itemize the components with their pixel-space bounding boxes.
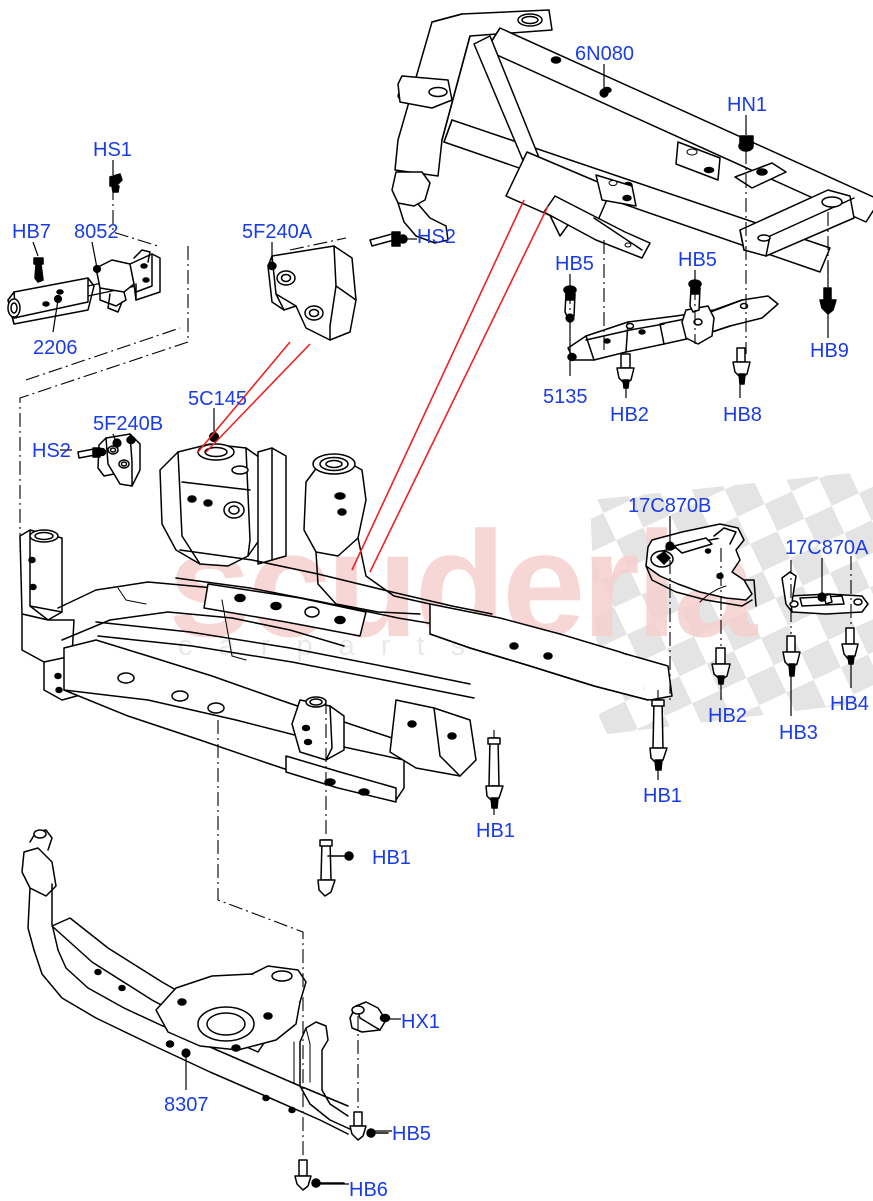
fastener-hb8-bolt bbox=[732, 347, 751, 385]
fastener-hb1-c-bolt bbox=[317, 839, 354, 897]
label-hb5-c[interactable]: HB5 bbox=[392, 1123, 431, 1145]
label-hx1[interactable]: HX1 bbox=[401, 1011, 440, 1033]
fastener-hb5-c-bolt bbox=[349, 1111, 389, 1141]
fastener-hb2-mid-bolt bbox=[711, 647, 731, 685]
label-hb6[interactable]: HB6 bbox=[349, 1179, 388, 1201]
fastener-hb6-bolt bbox=[294, 1159, 345, 1191]
fastener-hb2-top-bolt bbox=[616, 353, 635, 389]
fastener-hb1-b-bolt bbox=[485, 737, 504, 809]
fastener-hs2-mid-screw bbox=[77, 447, 107, 459]
label-hb5-a[interactable]: HB5 bbox=[555, 253, 594, 275]
label-8052[interactable]: 8052 bbox=[74, 221, 119, 243]
part-5f240b-engine-mount bbox=[97, 433, 141, 487]
label-hb1-c[interactable]: HB1 bbox=[372, 847, 411, 869]
label-hs2-top[interactable]: HS2 bbox=[417, 226, 456, 248]
label-hn1[interactable]: HN1 bbox=[727, 94, 768, 116]
label-hs2-mid[interactable]: HS2 bbox=[32, 440, 71, 462]
label-6n080[interactable]: 6N080 bbox=[575, 43, 634, 65]
label-17c870a[interactable]: 17C870A bbox=[785, 537, 869, 559]
label-17c870b[interactable]: 17C870B bbox=[628, 495, 712, 517]
part-8052-latch-bracket bbox=[95, 249, 161, 313]
highlight-leader-lines bbox=[197, 199, 549, 573]
part-5135-tie-bar-bracket bbox=[567, 295, 779, 362]
fastener-hs2-top-screw bbox=[369, 231, 408, 247]
fastener-hb7-bolt bbox=[33, 257, 44, 283]
label-2206[interactable]: 2206 bbox=[33, 337, 78, 359]
label-hb4[interactable]: HB4 bbox=[830, 693, 869, 715]
assembly-centerlines bbox=[19, 150, 852, 1158]
label-hb2-top[interactable]: HB2 bbox=[610, 404, 649, 426]
part-hx1-clip bbox=[349, 1001, 391, 1033]
part-8307-lower-tie-bar bbox=[21, 829, 353, 1135]
part-2206-square-tube bbox=[7, 275, 137, 325]
label-hs1[interactable]: HS1 bbox=[93, 139, 132, 161]
label-hb2-mid[interactable]: HB2 bbox=[708, 705, 747, 727]
label-hb8[interactable]: HB8 bbox=[723, 404, 762, 426]
part-17c870a-bracket bbox=[781, 571, 869, 615]
label-hb1-b[interactable]: HB1 bbox=[476, 820, 515, 842]
fastener-hb9-bolt bbox=[819, 287, 837, 315]
label-5135[interactable]: 5135 bbox=[543, 386, 588, 408]
label-5f240b[interactable]: 5F240B bbox=[93, 413, 164, 435]
fastener-hb1-a-bolt bbox=[649, 699, 668, 771]
label-8307[interactable]: 8307 bbox=[164, 1094, 209, 1116]
part-5c145-front-subframe bbox=[19, 443, 673, 803]
label-5f240a[interactable]: 5F240A bbox=[242, 221, 313, 243]
part-6n080-rear-brace bbox=[391, 9, 873, 273]
label-5c145[interactable]: 5C145 bbox=[188, 388, 247, 410]
fastener-hb4-bolt bbox=[841, 627, 859, 665]
fastener-hb3-bolt bbox=[782, 635, 801, 677]
fastener-hn1-nut bbox=[738, 135, 754, 152]
part-17c870b-bracket bbox=[645, 523, 757, 607]
fastener-hs1-screw bbox=[109, 173, 123, 193]
label-hb7[interactable]: HB7 bbox=[12, 221, 51, 243]
label-hb3[interactable]: HB3 bbox=[779, 722, 818, 744]
label-hb5-b[interactable]: HB5 bbox=[678, 249, 717, 271]
label-hb1-a[interactable]: HB1 bbox=[643, 785, 682, 807]
watermark-tagline: c a r p a r t s bbox=[178, 630, 475, 662]
label-hb9[interactable]: HB9 bbox=[810, 340, 849, 362]
part-5f240a-engine-mount bbox=[267, 245, 357, 341]
